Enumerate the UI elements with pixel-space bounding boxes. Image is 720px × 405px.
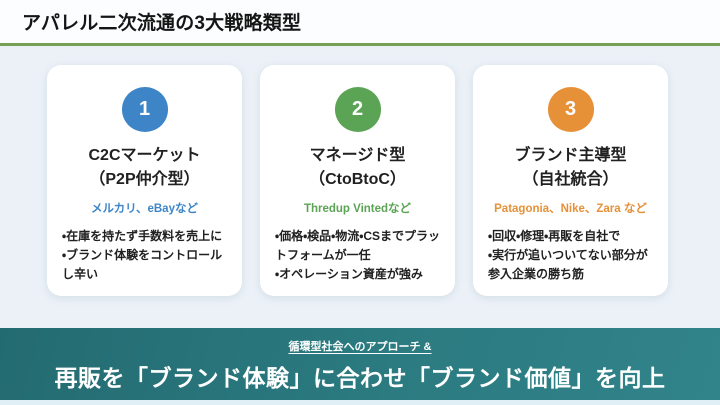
- number-badge-1: 1: [121, 87, 168, 132]
- card-bullets: ・回収・修理・再販を自社で ・実行が追いついてない部分が参入企業の勝ち筋: [486, 227, 655, 284]
- bullet-item: ・オペレーション資産が強み: [275, 267, 423, 282]
- card-examples: Thredup Vintedなど: [303, 203, 412, 216]
- card-examples: メルカリ、eBayなど: [91, 203, 198, 216]
- card-title-line2: （P2P仲介型）: [89, 171, 200, 189]
- card-title: マネージド型 （CtoBtoC）: [273, 144, 442, 194]
- card-managed: 2 マネージド型 （CtoBtoC） Thredup Vintedなど ・価格・…: [260, 65, 455, 296]
- card-title-line1: マネージド型: [309, 146, 406, 164]
- card-brand-led: 3 ブランド主導型 （自社統合） Patagonia、Nike、Zara など …: [473, 65, 668, 296]
- card-title: ブランド主導型 （自社統合）: [486, 144, 655, 194]
- card-examples: Patagonia、Nike、Zara など: [494, 203, 647, 216]
- bottom-strip: [0, 400, 720, 405]
- card-bullets: ・在庫を持たず手数料を売上に ・ブランド体験をコントロールし辛い: [60, 227, 229, 284]
- bullet-item: ・在庫を持たず手数料を売上に: [62, 229, 223, 244]
- card-title: C2Cマーケット （P2P仲介型）: [60, 144, 229, 194]
- card-title-line1: ブランド主導型: [514, 146, 627, 164]
- banner-title: 再販を「ブランド体験」に合わせ「ブランド価値」を向上: [54, 364, 666, 391]
- card-bullets: ・価格・検品・物流・CSまでプラットフォームが一任 ・オペレーション資産が強み: [273, 227, 442, 284]
- number-badge-3: 3: [547, 87, 594, 132]
- bullet-item: ・実行が追いついてない部分が参入企業の勝ち筋: [488, 248, 648, 282]
- strategy-cards-row: 1 C2Cマーケット （P2P仲介型） メルカリ、eBayなど ・在庫を持たず手…: [0, 46, 720, 328]
- card-c2c-market: 1 C2Cマーケット （P2P仲介型） メルカリ、eBayなど ・在庫を持たず手…: [47, 65, 242, 296]
- card-title-line1: C2Cマーケット: [88, 146, 201, 164]
- banner-subtitle: 循環型社会へのアプローチ &: [288, 340, 432, 353]
- page-title: アパレル二次流通の3大戦略類型: [22, 13, 302, 34]
- card-title-line2: （自社統合）: [522, 171, 619, 189]
- bullet-item: ・価格・検品・物流・CSまでプラットフォームが一任: [275, 229, 440, 263]
- number-badge-2: 2: [334, 87, 381, 132]
- conclusion-banner: 循環型社会へのアプローチ & 再販を「ブランド体験」に合わせ「ブランド価値」を向…: [0, 328, 720, 400]
- bullet-item: ・ブランド体験をコントロールし辛い: [62, 248, 223, 282]
- slide-header: アパレル二次流通の3大戦略類型: [0, 0, 720, 46]
- card-title-line2: （CtoBtoC）: [309, 171, 406, 189]
- bullet-item: ・回収・修理・再販を自社で: [488, 229, 621, 244]
